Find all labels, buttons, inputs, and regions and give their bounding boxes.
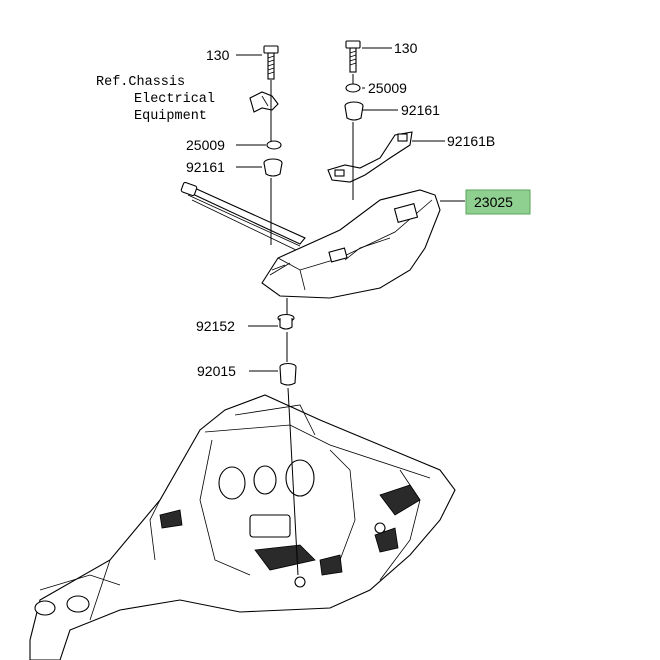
collar-92152-drawing — [277, 313, 295, 330]
ref-note-line-3: Equipment — [134, 109, 207, 124]
callout-washer-right[interactable]: 25009 — [368, 80, 407, 96]
grommet-right-drawing — [344, 101, 364, 121]
ref-note-line-1: Ref.Chassis — [96, 75, 185, 90]
bolt-left-drawing — [263, 45, 279, 80]
washer-right-drawing — [345, 83, 361, 93]
grommet-left-drawing — [263, 158, 283, 177]
callout-collar-upper[interactable]: 92152 — [196, 318, 235, 334]
callout-grommet-left[interactable]: 92161 — [186, 159, 225, 175]
callout-bracket[interactable]: 92161B — [447, 133, 495, 149]
ref-clamp-drawing — [249, 91, 279, 113]
cover-23025-drawing — [261, 189, 441, 299]
callout-collar-lower[interactable]: 92015 — [197, 363, 236, 379]
callout-washer-left[interactable]: 25009 — [186, 137, 225, 153]
bracket-92161b-drawing — [327, 131, 413, 183]
callout-grommet-right[interactable]: 92161 — [401, 102, 440, 118]
seat-frame-drawing — [29, 394, 456, 660]
collar-92015-drawing — [279, 362, 297, 386]
callout-bolt-left[interactable]: 130 — [206, 47, 230, 63]
ref-note-line-2: Electrical — [134, 92, 215, 107]
callout-cover[interactable]: 23025 — [474, 194, 513, 210]
callout-bolt-right[interactable]: 130 — [394, 40, 418, 56]
washer-left-drawing — [266, 140, 282, 150]
bolt-right-drawing — [345, 40, 361, 73]
cover-highlight-box — [465, 189, 531, 215]
strap-drawing — [180, 181, 306, 251]
